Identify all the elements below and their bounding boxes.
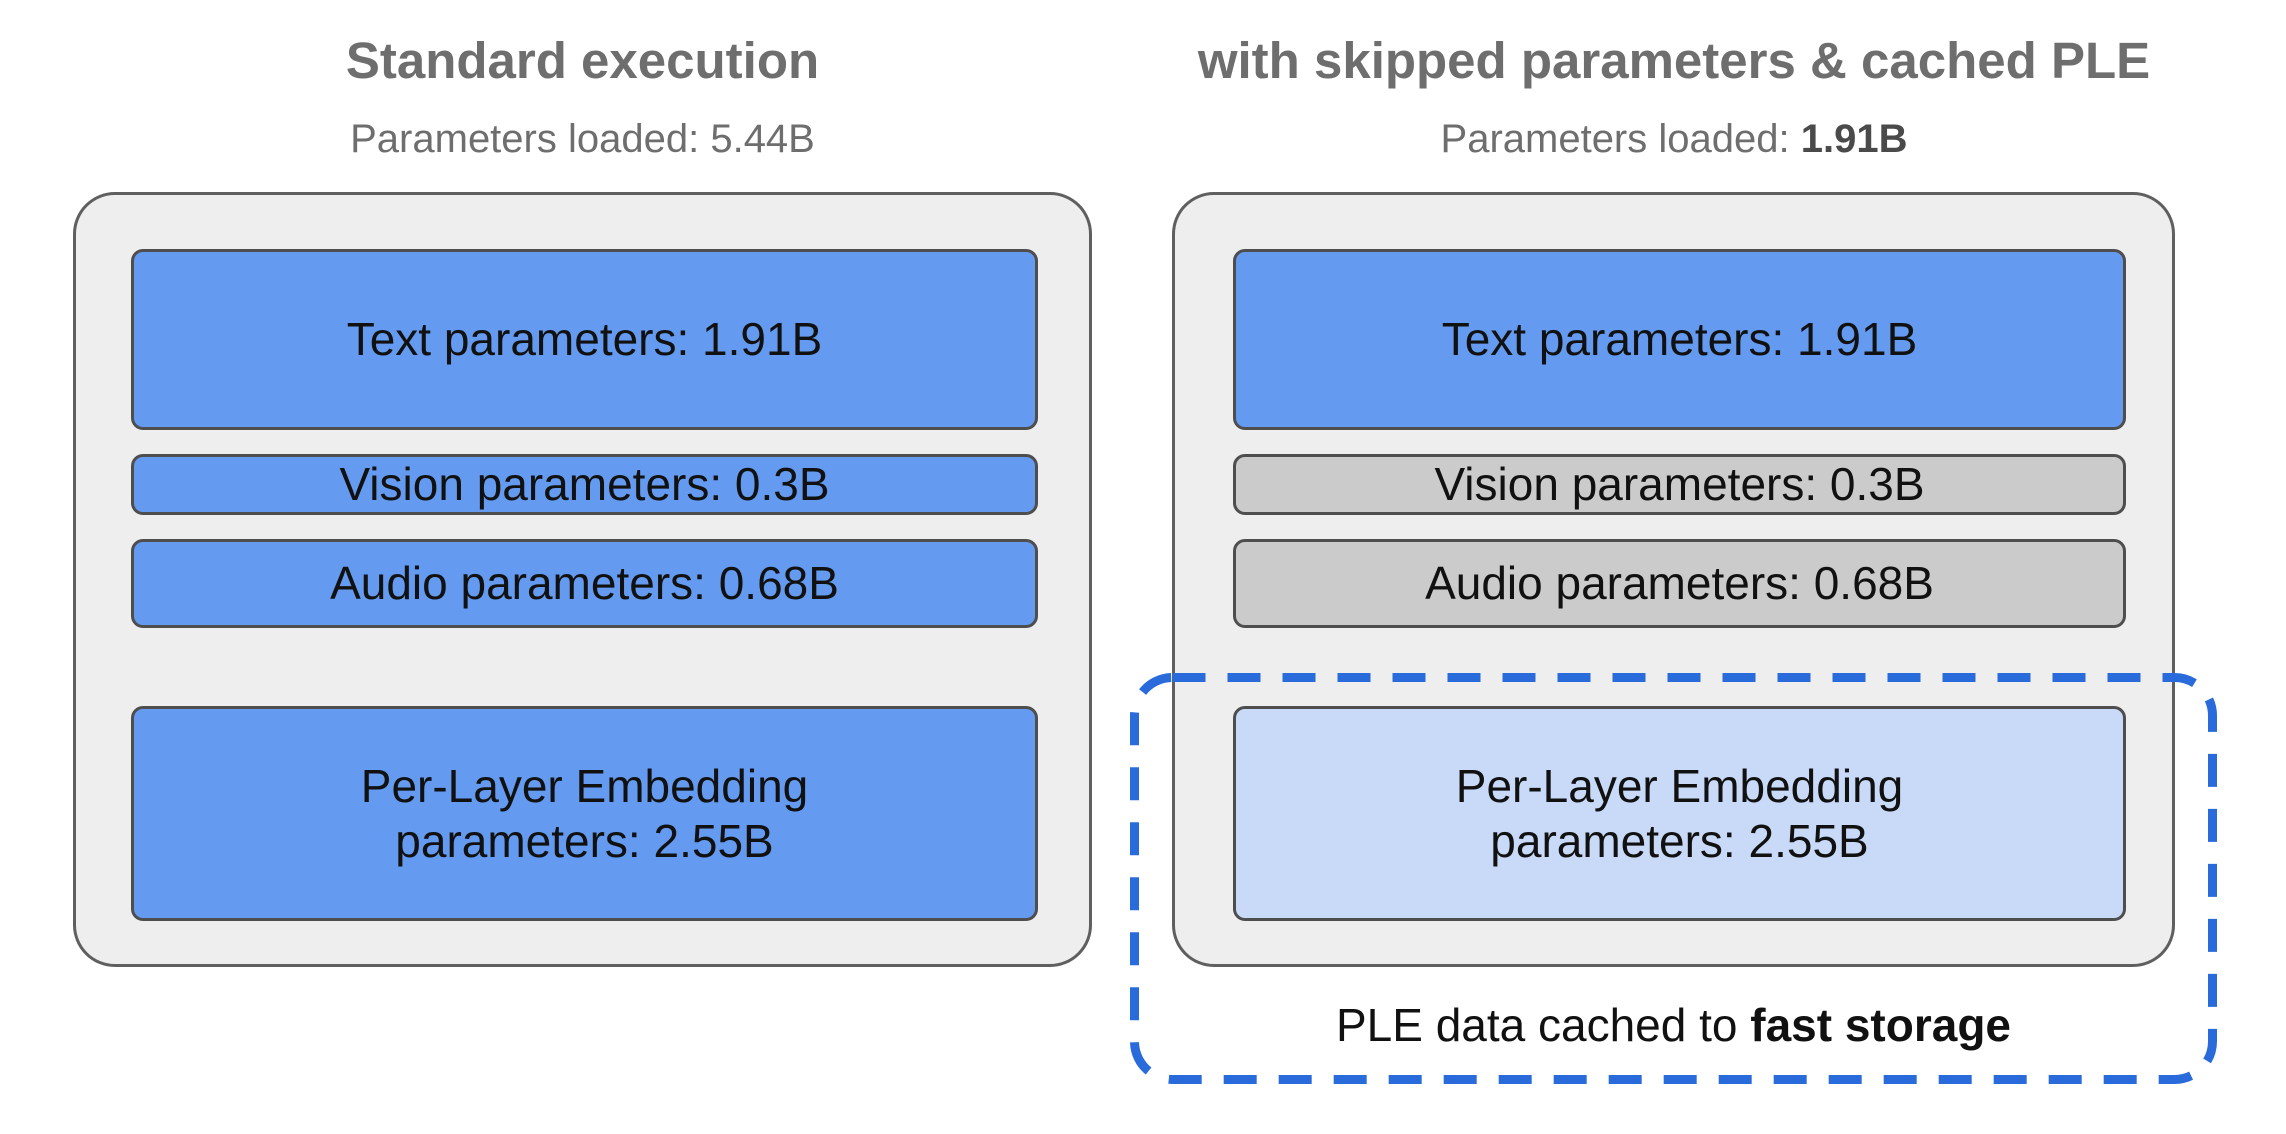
dashed-rect — [1130, 673, 2217, 1084]
box-audio-parameters-label: Audio parameters: 0.68B — [330, 557, 839, 610]
left-panel-subtitle: Parameters loaded: 5.44B — [40, 115, 1125, 163]
box-audio-parameters-skipped: Audio parameters: 0.68B — [1233, 539, 2126, 628]
box-ple-parameters-cached: Per-Layer Embedding parameters: 2.55B — [1233, 706, 2126, 921]
box-vision-parameters-label: Vision parameters: 0.3B — [339, 458, 830, 511]
cache-note-text: PLE data cached to — [1335, 999, 1751, 1051]
standard-model-container: Text parameters: 1.91B Vision parameters… — [73, 192, 1092, 967]
box-ple-parameters: Per-Layer Embedding parameters: 2.55B — [131, 706, 1038, 921]
right-panel-title: with skipped parameters & cached PLE — [1197, 32, 2151, 89]
right-subtitle-value: 1.91B — [1800, 117, 1908, 161]
box-vision-parameters-label: Vision parameters: 0.3B — [1434, 458, 1925, 511]
left-subtitle-label: Parameters loaded: — [350, 117, 711, 161]
left-subtitle-value: 5.44B — [710, 117, 815, 161]
cache-note: PLE data cached to fast storage — [1134, 998, 2213, 1053]
box-text-parameters-label: Text parameters: 1.91B — [1441, 313, 1918, 366]
cached-ple-dashed-outline — [1130, 673, 2217, 1084]
box-text-parameters: Text parameters: 1.91B — [1233, 249, 2126, 430]
box-ple-parameters-label: Per-Layer Embedding parameters: 2.55B — [1455, 760, 1904, 867]
box-text-parameters: Text parameters: 1.91B — [131, 249, 1038, 430]
box-text-parameters-label: Text parameters: 1.91B — [346, 313, 823, 366]
skipped-model-container: Text parameters: 1.91B Vision parameters… — [1172, 192, 2175, 967]
box-audio-parameters-label: Audio parameters: 0.68B — [1425, 557, 1934, 610]
right-panel-subtitle: Parameters loaded: 1.91B — [1134, 115, 2214, 163]
right-subtitle-label: Parameters loaded: — [1440, 117, 1801, 161]
box-audio-parameters: Audio parameters: 0.68B — [131, 539, 1038, 628]
box-vision-parameters-skipped: Vision parameters: 0.3B — [1233, 454, 2126, 515]
cache-note-bold-text: fast storage — [1750, 999, 2012, 1051]
box-ple-parameters-label: Per-Layer Embedding parameters: 2.55B — [360, 760, 809, 867]
box-vision-parameters: Vision parameters: 0.3B — [131, 454, 1038, 515]
left-panel-title: Standard execution — [345, 32, 820, 89]
